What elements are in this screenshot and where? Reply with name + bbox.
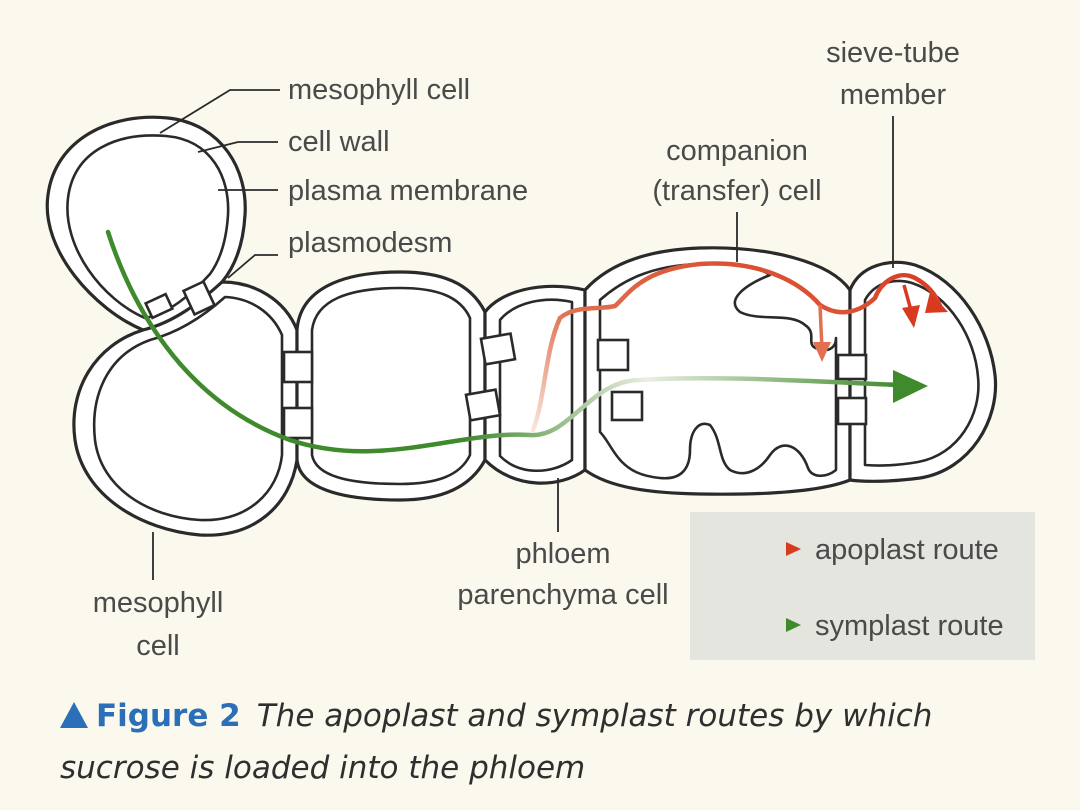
caption-text-line2: sucrose is loaded into the phloem <box>60 750 586 786</box>
plasmodesm-6 <box>464 388 502 422</box>
figure-caption: Figure 2 The apoplast and symplast routes… <box>60 690 1040 794</box>
label-phloem-line1: phloem <box>515 538 610 570</box>
plasmodesm-1 <box>143 292 175 320</box>
plasmodesm-9 <box>836 353 868 381</box>
caption-line-2: sucrose is loaded into the phloem <box>60 742 1040 794</box>
middle-cell <box>295 270 487 502</box>
legend-apoplast-label: apoplast route <box>815 534 999 566</box>
triangle-icon <box>60 702 88 728</box>
label-companion-line2: (transfer) cell <box>652 175 821 207</box>
plasmodesm-7 <box>596 338 630 372</box>
plasmodesm-3 <box>282 350 314 384</box>
plasmodesm-8 <box>610 390 644 422</box>
legend-box <box>690 512 1035 660</box>
plasmodesm-10 <box>836 396 868 426</box>
label-phloem-line2: parenchyma cell <box>457 579 668 611</box>
plasmodesmata <box>143 279 868 440</box>
label-sieve-tube-line1: sieve-tube <box>826 37 960 69</box>
label-mesophyll-bottom-line2: cell <box>136 630 180 662</box>
apoplast-route-arrow <box>530 261 948 433</box>
label-plasmodesm: plasmodesm <box>288 227 452 259</box>
label-mesophyll-cell-top: mesophyll cell <box>288 74 470 106</box>
label-cell-wall: cell wall <box>288 126 390 158</box>
legend: apoplast route symplast route <box>705 534 1004 642</box>
label-sieve-tube-line2: member <box>840 79 947 111</box>
caption-line-1: Figure 2 The apoplast and symplast routes… <box>60 690 1040 742</box>
caption-text-line1: The apoplast and symplast routes by whic… <box>256 698 933 734</box>
plasmodesm-4 <box>282 406 314 440</box>
legend-symplast-label: symplast route <box>815 610 1004 642</box>
plasmodesm-5 <box>479 332 517 366</box>
legend-symplast-arrowhead <box>786 618 801 632</box>
plasmodesm-2 <box>181 279 217 317</box>
legend-apoplast-arrowhead <box>786 542 801 556</box>
leader-lines <box>152 89 894 580</box>
label-companion-line1: companion <box>666 135 808 167</box>
companion-cell <box>583 246 852 496</box>
figure-number: Figure 2 <box>96 698 241 734</box>
lower-mesophyll-cell <box>72 280 299 537</box>
label-plasma-membrane: plasma membrane <box>288 175 528 207</box>
label-mesophyll-bottom-line1: mesophyll <box>93 587 224 619</box>
symplast-route-arrow <box>105 229 928 454</box>
sieve-tube-member <box>848 260 998 483</box>
phloem-parenchyma-cell <box>483 284 587 485</box>
upper-mesophyll-cell <box>45 115 247 332</box>
